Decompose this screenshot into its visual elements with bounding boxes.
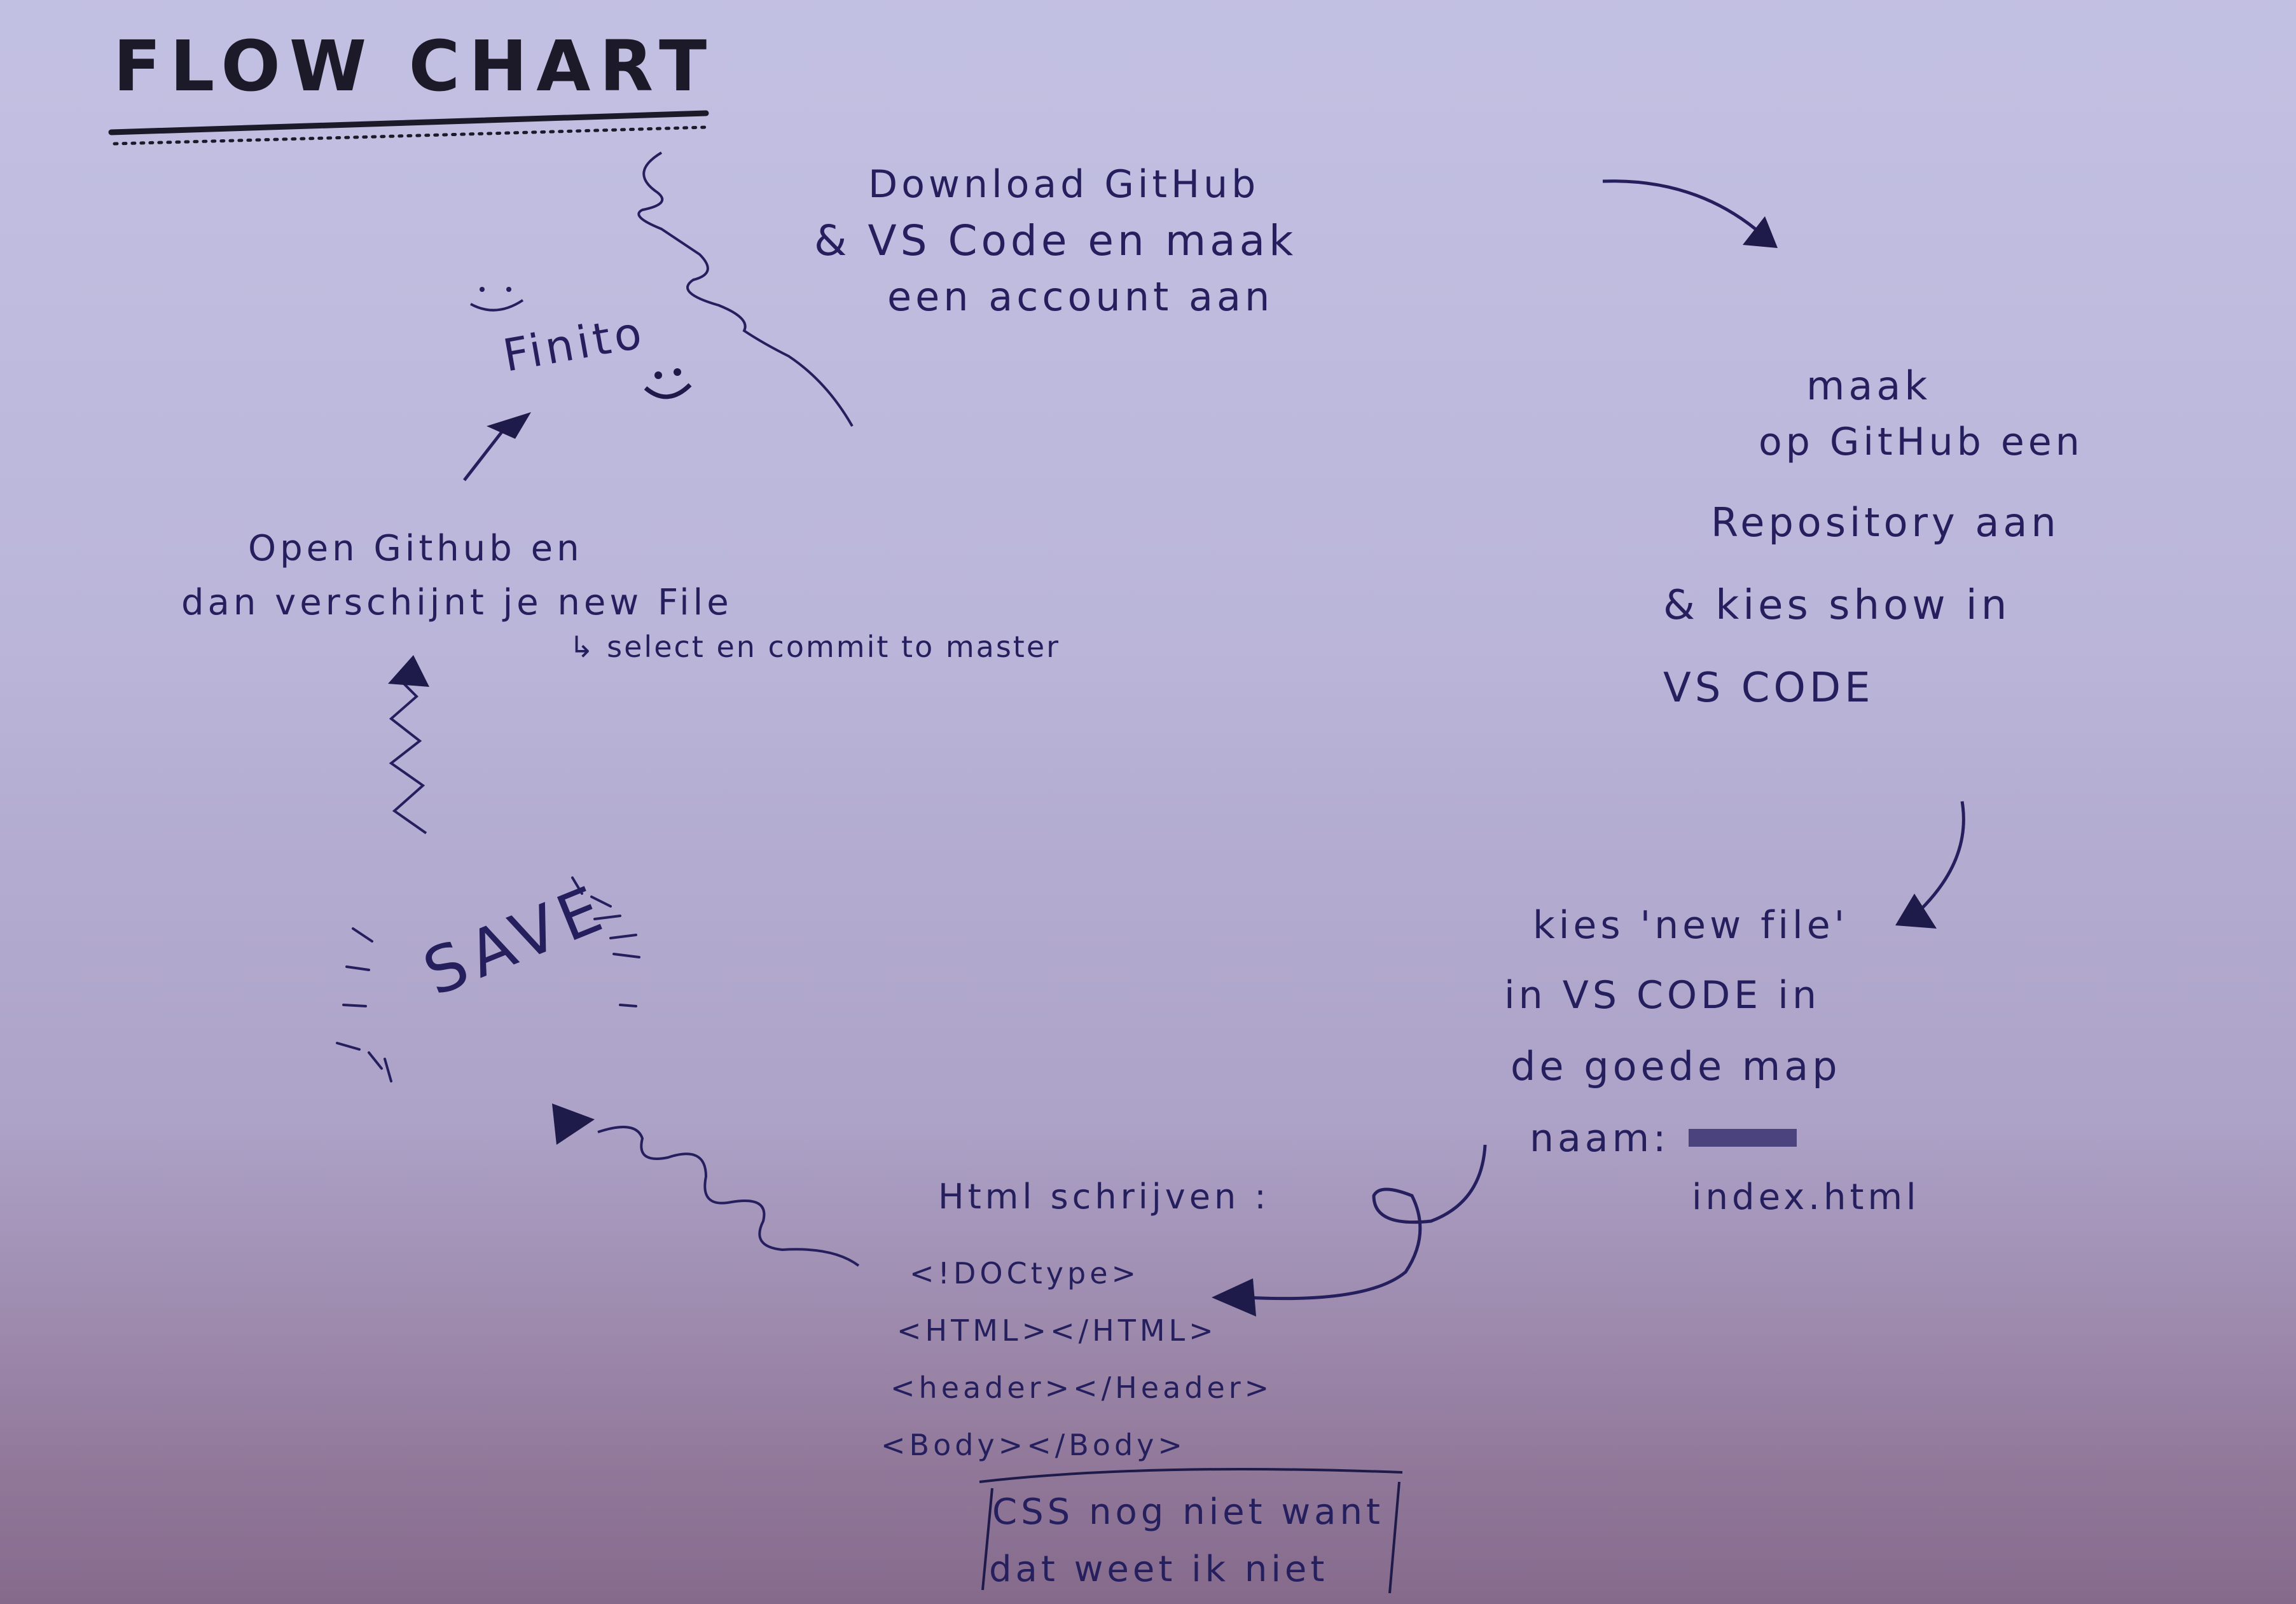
step-github-line-1: Open Github en xyxy=(248,528,583,569)
arrow-icon xyxy=(1743,216,1778,248)
step-html-heading: Html schrijven : xyxy=(938,1177,1270,1217)
title-underline xyxy=(108,110,709,135)
step-newfile-line-4: naam: xyxy=(1530,1116,1670,1161)
step-newfile-line-1: kies 'new file' xyxy=(1533,903,1849,948)
step-github-line-2: dan verschijnt je new File xyxy=(181,582,733,623)
step-repo-line-5: VS CODE xyxy=(1663,665,1874,712)
smiley-icon xyxy=(470,287,524,312)
css-note-bracket xyxy=(979,1468,1403,1483)
scribble-mark xyxy=(1689,1129,1797,1147)
step-html-code-3: <header></Header> xyxy=(890,1371,1273,1405)
step-download-line-2: & VS Code en maak xyxy=(814,216,1297,265)
step-repo-line-3: Repository aan xyxy=(1711,499,2060,546)
step-repo-line-2: op GitHub een xyxy=(1759,420,2084,464)
squiggle-line xyxy=(637,151,854,427)
css-note-line-1: CSS nog niet want xyxy=(992,1491,1384,1533)
step-html-code-4: <Body></Body> xyxy=(881,1428,1186,1462)
arrow-icon xyxy=(487,412,531,439)
arrow-icon xyxy=(552,1103,595,1145)
step-github-line-3: ↳ select en commit to master xyxy=(569,630,1061,664)
css-note-bracket-left xyxy=(981,1488,993,1591)
step-newfile-line-2: in VS CODE in xyxy=(1504,973,1820,1018)
css-note-bracket-right xyxy=(1388,1481,1400,1594)
smiley-icon xyxy=(644,368,692,399)
step-newfile-filename: index.html xyxy=(1692,1177,1920,1218)
step-download-line-1: Download GitHub xyxy=(868,162,1260,207)
arrow-icon xyxy=(1212,1278,1256,1317)
arrow-repo-to-newfile xyxy=(1919,801,1965,911)
arrow-icon xyxy=(1895,894,1937,929)
arrow-html-to-save xyxy=(597,1126,860,1267)
title-dotted-underline xyxy=(113,125,708,146)
css-note-line-2: dat weet ik niet xyxy=(989,1549,1329,1590)
step-download-line-3: een account aan xyxy=(887,273,1274,320)
step-html-code-2: <HTML></HTML> xyxy=(897,1313,1217,1348)
arrow-save-to-github xyxy=(389,660,427,834)
arrow-download-to-repo xyxy=(1602,179,1757,230)
arrow-icon xyxy=(388,655,429,687)
step-repo-line-4: & kies show in xyxy=(1663,582,2011,629)
step-html-code-1: <!DOCtype> xyxy=(909,1256,1140,1290)
step-newfile-line-3: de goede map xyxy=(1511,1043,1841,1089)
page-title: FLOW CHART xyxy=(113,25,716,107)
arrow-newfile-to-html xyxy=(1246,1144,1487,1301)
sparkle-icon xyxy=(336,876,640,1082)
step-repo-line-1: maak xyxy=(1806,363,1932,409)
